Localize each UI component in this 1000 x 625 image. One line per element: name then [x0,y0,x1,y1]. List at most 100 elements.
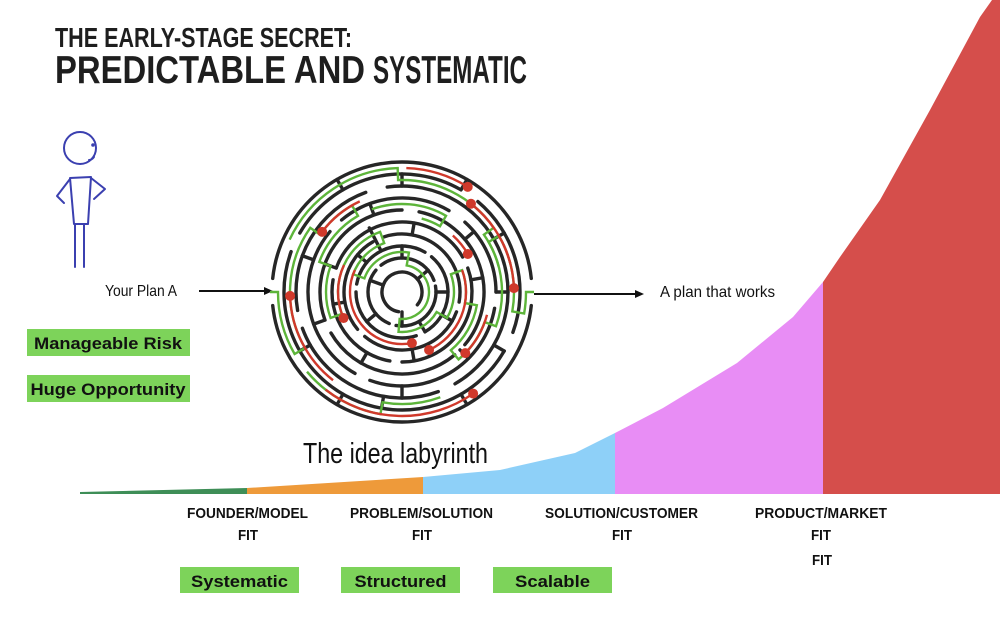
maze-wall [282,249,506,412]
maze-wall [400,266,474,364]
maze-wall [368,278,385,287]
badge-huge-opportunity: Huge Opportunity [27,375,190,402]
maze-wall [354,290,418,340]
maze-wall [423,255,450,334]
maze-dead-end [348,269,413,346]
maze-wall [380,270,424,314]
stick-figure-icon [56,131,106,268]
badge-manageable-risk: Manageable Risk [27,329,190,356]
stage-label-suffix: FIT [811,527,831,544]
labyrinth-caption: The idea labyrinth [303,438,488,470]
badge-label: Structured [355,572,447,591]
maze-dead-end [336,264,346,319]
maze-dead-end-dot [462,181,473,192]
stage-area-2 [247,477,423,494]
title-line-2: PREDICTABLE AND [55,49,365,92]
idea-labyrinth-maze [270,160,534,424]
plan-works-label: A plan that works [660,284,775,301]
figure-smile [88,156,95,161]
maze-dead-end-dot [285,290,296,301]
growth-curve [80,0,1000,494]
badge-background [27,329,190,356]
badge-background [341,567,460,593]
maze-dead-end-dot [338,313,349,324]
maze-wall [339,196,451,222]
stage-area-3 [423,433,615,494]
maze-solution-path [371,202,448,228]
stage-label-problem-solution: PROBLEM/SOLUTION [350,505,493,522]
figure-torso [69,176,92,225]
maze-wall [271,303,533,424]
stage-area-4 [615,282,823,494]
maze-wall [463,229,476,241]
maze-wall [366,268,391,326]
maze-wall [469,276,485,282]
badge-label: Manageable Risk [34,334,183,353]
badge-background [180,567,299,593]
maze-solution-path [288,166,500,267]
maze-wall [367,226,383,253]
stage-label-suffix: FIT [238,527,258,544]
maze-wall [363,310,459,352]
maze-dead-end-dot [424,345,435,356]
arrow-right-icon [534,290,644,298]
maze-wall [298,172,463,235]
maze-wall [476,199,522,335]
title-line-1: THE EARLY-STAGE SECRET: [55,22,352,53]
maze-wall [394,284,438,328]
maze-wall [300,326,440,400]
title-highlight: SYSTEMATIC [373,49,527,92]
stage-label-product-market: PRODUCT/MARKET [755,505,887,522]
maze-wall [300,254,316,262]
maze-wall [463,220,498,294]
figure-left-arm [56,178,71,204]
stage-label-extra-fit: FIT [812,552,832,569]
maze-dead-end [428,269,468,352]
maze-wall [329,331,457,376]
badge-systematic: Systematic [180,567,299,593]
maze-dead-end-dot [317,226,328,237]
maze-dead-end-dot [468,388,479,399]
maze-wall [306,229,357,376]
maze-wall [368,306,497,388]
maze-wall [334,220,465,270]
maze-dead-end [406,166,469,188]
maze-dead-end [288,295,334,382]
maze-dead-end-dot [406,338,417,349]
figure-right-arm [90,177,106,200]
figure-eye [91,143,95,147]
figure-head [63,131,97,165]
badge-background [493,567,612,593]
badge-structured: Structured [341,567,460,593]
maze-wall [294,190,368,313]
maze-wall [492,343,506,353]
badge-label: Systematic [191,572,288,591]
stage-label-solution-customer: SOLUTION/CUSTOMER [545,505,698,522]
arrow-right-icon [199,287,273,295]
maze-wall [271,160,533,281]
maze-dead-end-dot [460,348,471,359]
stage-area-1 [80,488,247,494]
badge-label: Scalable [515,572,590,591]
maze-wall [410,347,416,363]
maze-wall [311,318,327,326]
maze-dead-end-dot [465,198,476,209]
maze-wall [417,210,486,347]
maze-wall [330,278,392,363]
badge-scalable: Scalable [493,567,612,593]
maze-wall [359,350,369,365]
badge-background [27,375,190,402]
maze-wall [318,208,404,322]
maze-wall [342,240,375,331]
stage-label-founder-model: FOUNDER/MODEL [187,505,308,522]
stage-area-5 [823,0,1000,494]
maze-wall [385,184,510,386]
badge-label: Huge Opportunity [31,380,187,399]
figure-legs [74,223,85,268]
maze-wall [410,221,416,237]
maze-wall [365,312,378,324]
maze-dead-end-dot [508,283,519,294]
stage-label-suffix: FIT [612,527,632,544]
maze-wall [382,232,462,304]
